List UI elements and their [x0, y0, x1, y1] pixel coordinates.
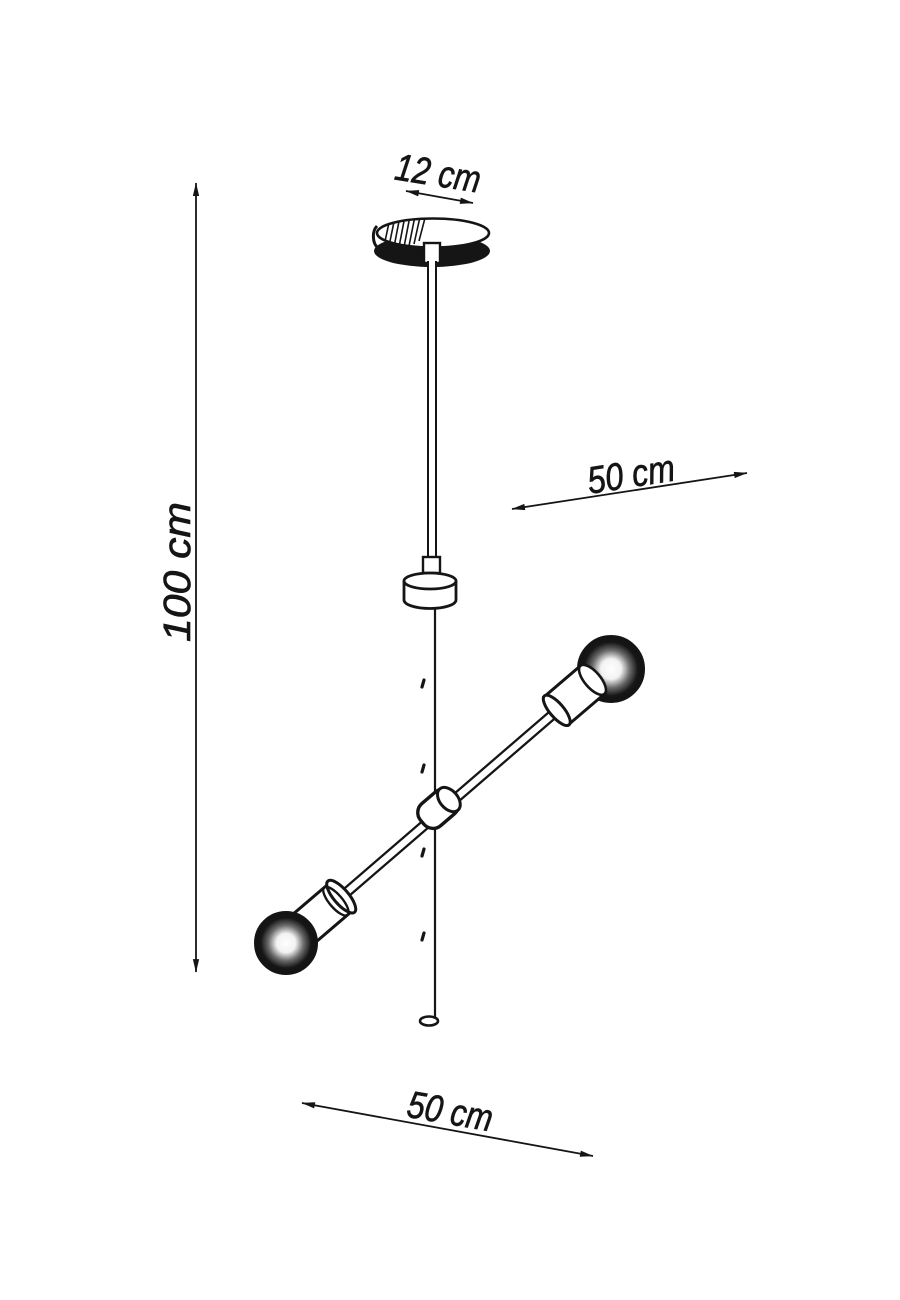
rod-bottom-connector [421, 555, 442, 575]
dimension-line-12cm [405, 190, 474, 204]
dimension-12cm [405, 190, 474, 204]
dimension-line-50cm-upper [511, 471, 748, 511]
adjustment-collar [402, 571, 458, 610]
rod-top-connector [422, 241, 442, 265]
dimension-50cm-lower [301, 1102, 594, 1157]
dimension-label-50cm-lower: 50 cm [404, 1084, 496, 1140]
dimension-label-50cm-upper: 50 cm [584, 448, 677, 503]
light-bulb-lower [254, 911, 318, 975]
stem-end-cap [418, 1015, 440, 1027]
pivot-clamp [416, 785, 462, 831]
dimension-label-100cm: 100 cm [157, 502, 199, 642]
lamp-socket-upper [541, 662, 608, 728]
stem-adjustment-ticks [420, 678, 426, 942]
canopy-left-rim [371, 224, 380, 250]
dimension-label-12cm: 12 cm [392, 147, 484, 202]
dimension-line-50cm-lower [301, 1102, 594, 1157]
dimension-50cm-upper [511, 471, 748, 511]
